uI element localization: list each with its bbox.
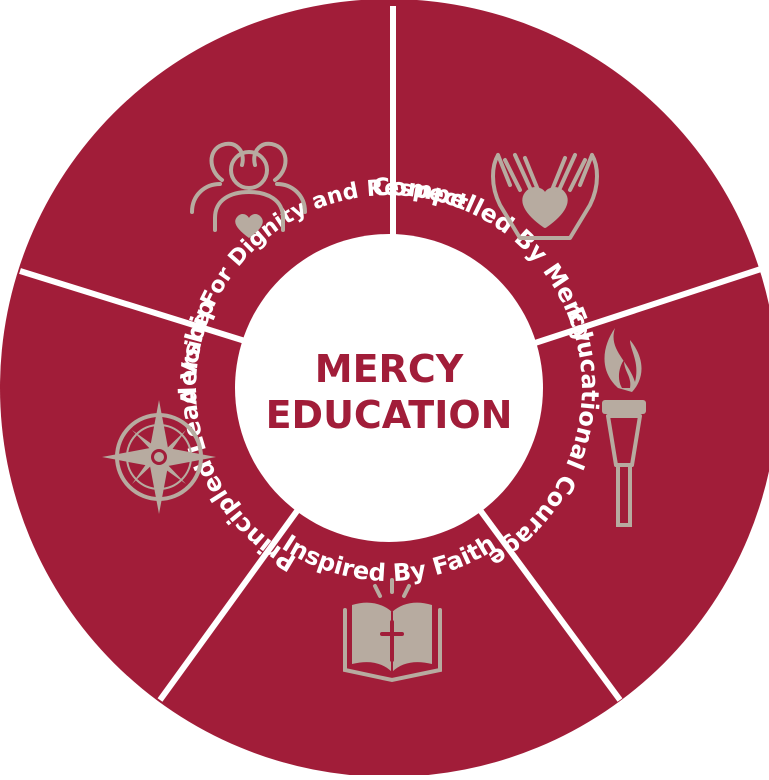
open-bible-icon bbox=[343, 578, 442, 683]
compass-rose-icon bbox=[102, 400, 216, 514]
hands-heart-icon bbox=[491, 153, 599, 240]
people-heart-icon bbox=[190, 141, 307, 238]
torch-icon bbox=[602, 328, 646, 527]
center-title-line-1: MERCY bbox=[315, 347, 464, 391]
center-title-line-2: EDUCATION bbox=[266, 393, 513, 437]
center-circle bbox=[235, 234, 543, 542]
segment-dividers bbox=[19, 6, 765, 702]
